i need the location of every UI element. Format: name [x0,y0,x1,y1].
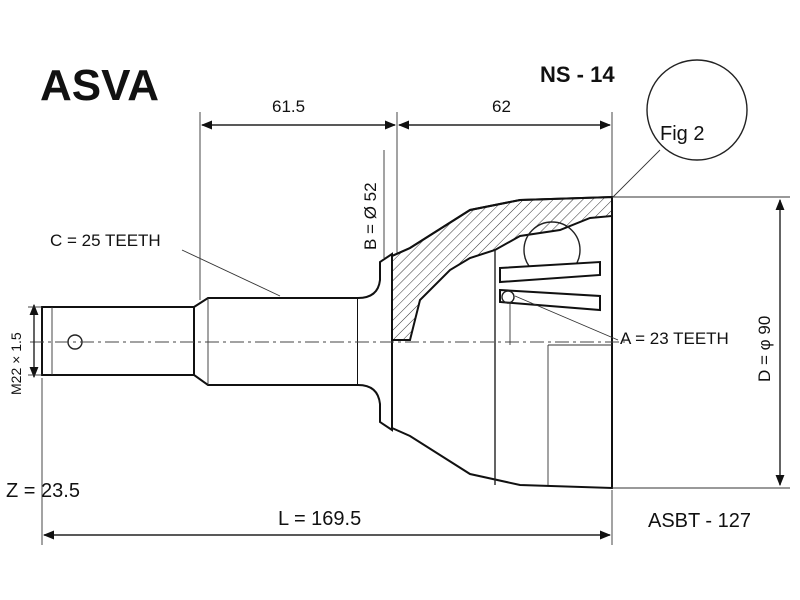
shaft [41,252,393,432]
inner-splines-label: A = 23 TEETH [620,329,729,348]
part-number: NS - 14 [540,62,615,87]
spline-shaft [193,297,359,386]
reference-code: ASBT - 127 [648,510,751,532]
outer-splines-leader [181,249,281,297]
detail-leader-line [611,149,661,199]
housing [391,195,613,490]
ball-cage-lower [499,288,601,312]
inner-splines-leader [514,295,619,341]
detail-circle [646,59,748,161]
dim-total-length: L = 169.5 [278,508,361,530]
ball-cage-upper [499,260,601,284]
dim-housing-length: 62 [492,97,511,116]
housing-section-hatch [391,195,613,341]
dim-shaft-length: 61.5 [272,97,305,116]
top-dimensions: 61.5 62 [199,97,613,300]
dim-stub-length: Z = 23.5 [6,480,80,502]
brand-logo: ASVA [40,61,159,110]
snap-ring [501,290,515,304]
outer-splines-label: C = 25 TEETH [50,231,161,250]
threaded-stub [41,306,195,376]
detail-hatch [648,60,746,108]
dim-boss-diameter: B = Ø 52 [361,182,380,250]
fig-2-detail: Fig 2 [611,59,748,199]
thread-spec: M22 × 1.5 [8,332,24,395]
figure-label: Fig 2 [660,123,704,145]
dim-outer-diameter: D = φ 90 [755,316,774,382]
